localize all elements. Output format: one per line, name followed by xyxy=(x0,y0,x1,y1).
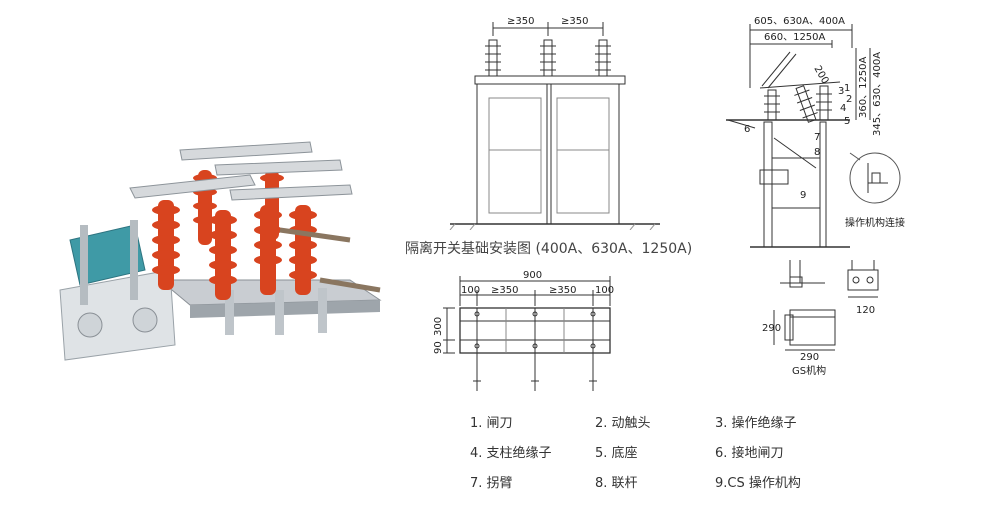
support-post xyxy=(225,290,234,335)
part-label-3: 3 xyxy=(838,86,844,97)
front-drawing-caption: 隔离开关基础安装图 (400A、630A、1250A) xyxy=(405,241,693,257)
gs-dim-290a: 290 xyxy=(762,323,781,334)
mechanism-rod-1 xyxy=(80,225,88,305)
part-label-6: 6 xyxy=(744,124,750,135)
plan-dim-90: 90 xyxy=(433,341,444,354)
mechanism-gear-1 xyxy=(77,312,103,338)
plan-dim-350a: ≥350 xyxy=(491,285,518,296)
legend-item-2: 2. 动触头 xyxy=(595,416,651,431)
base-frame-side xyxy=(190,300,380,318)
legend-item-3: 3. 操作绝缘子 xyxy=(715,416,797,431)
gs-dim-120: 120 xyxy=(856,305,875,316)
legend-item-9: 9.CS 操作机构 xyxy=(715,476,801,491)
part-label-5: 5 xyxy=(844,116,850,127)
part-label-4: 4 xyxy=(840,103,846,114)
mechanism-gear-2 xyxy=(132,307,158,333)
part-label-2: 2 xyxy=(846,94,852,105)
legend-item-4: 4. 支柱绝缘子 xyxy=(470,446,552,461)
side-view-drawing: 605、630A、400A 660、1250A 200 360、1250A 34… xyxy=(726,16,905,248)
part-label-8: 8 xyxy=(814,147,820,158)
support-post xyxy=(275,290,284,335)
plan-dim-100b: 100 xyxy=(595,285,614,296)
plan-dim-350b: ≥350 xyxy=(549,285,576,296)
legend-item-6: 6. 接地闸刀 xyxy=(715,446,784,461)
front-dim-1: ≥350 xyxy=(507,16,534,27)
legend-item-8: 8. 联杆 xyxy=(595,476,638,491)
grounding-arms xyxy=(279,227,381,293)
side-dim-top2: 660、1250A xyxy=(764,32,826,43)
plan-view-drawing: 900 100 ≥350 ≥350 100 300 90 xyxy=(433,270,614,391)
mechanism-rod-2 xyxy=(130,220,138,300)
gs-label: GS机构 xyxy=(792,364,826,377)
part-label-1: 1 xyxy=(844,83,850,94)
plan-dim-900: 900 xyxy=(523,270,542,281)
support-post xyxy=(318,288,327,333)
mechanism-plate xyxy=(59,269,176,361)
front-dim-2: ≥350 xyxy=(561,16,588,27)
side-dim-right2: 345、630、400A xyxy=(872,52,883,136)
part-label-7: 7 xyxy=(814,132,820,143)
side-dim-right1: 360、1250A xyxy=(858,56,869,118)
gs-dim-290b: 290 xyxy=(800,352,819,363)
plan-dim-300: 300 xyxy=(433,317,444,336)
blades xyxy=(129,141,353,201)
front-installation-drawing: ≥350 ≥350 xyxy=(449,16,660,230)
side-dim-top1: 605、630A、400A xyxy=(754,16,845,27)
red-insulators xyxy=(152,170,317,300)
plan-dim-100a: 100 xyxy=(461,285,480,296)
legend-item-7: 7. 拐臂 xyxy=(470,476,513,491)
gs-mechanism-drawing: 120 290 290 GS机构 xyxy=(762,260,879,377)
legend-item-5: 5. 底座 xyxy=(595,446,638,461)
switch-photo xyxy=(59,141,382,361)
part-label-9: 9 xyxy=(800,190,806,201)
detail-label: 操作机构连接 xyxy=(845,216,905,229)
legend-item-1: 1. 闸刀 xyxy=(470,416,513,431)
operating-box xyxy=(69,224,146,286)
